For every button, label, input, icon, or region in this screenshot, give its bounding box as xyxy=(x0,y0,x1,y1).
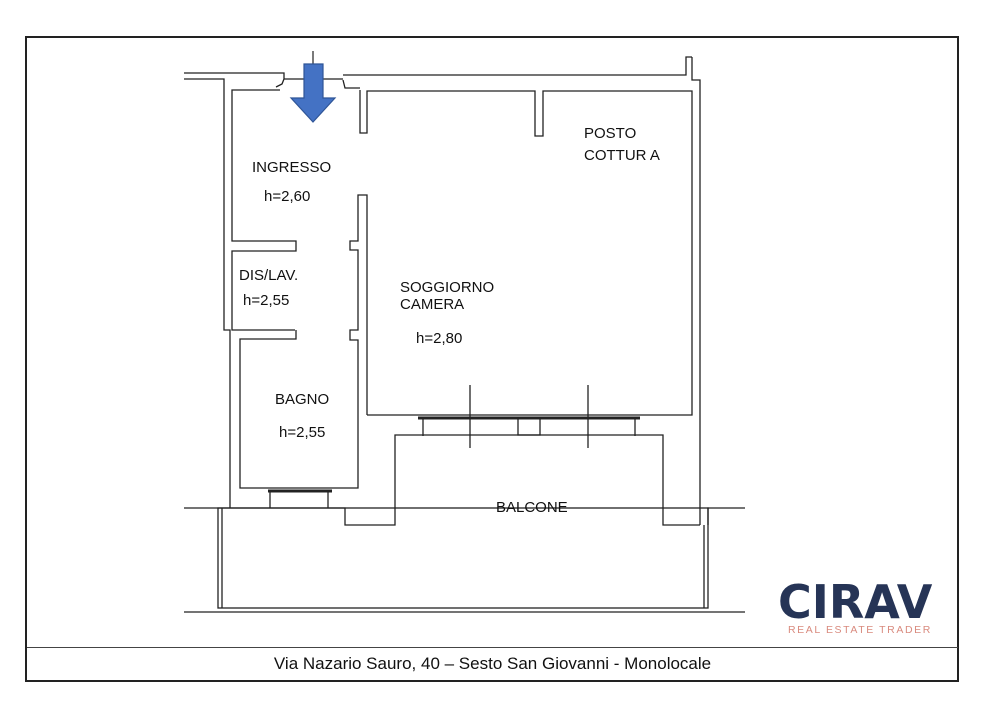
room-height-bagno: h=2,55 xyxy=(279,424,325,441)
room-height-soggiorno: h=2,80 xyxy=(416,330,462,347)
page-frame xyxy=(25,36,959,682)
room-label-ingresso: INGRESSO xyxy=(252,159,331,176)
cirav-logo: CIRAV REAL ESTATE TRADER xyxy=(778,572,943,642)
room-label-camera: CAMERA xyxy=(400,296,464,313)
footer-caption: Via Nazario Sauro, 40 – Sesto San Giovan… xyxy=(273,654,712,673)
room-label-bagno: BAGNO xyxy=(275,391,329,408)
room-label-dislav: DIS/LAV. xyxy=(239,267,298,284)
entrance-arrow-icon xyxy=(289,51,337,123)
room-label-balcone: BALCONE xyxy=(496,499,568,516)
room-label-soggiorno: SOGGIORNO xyxy=(400,279,494,296)
logo-brand: CIRAV xyxy=(778,575,933,624)
room-height-dislav: h=2,55 xyxy=(243,292,289,309)
room-label-posto: POSTO xyxy=(584,125,636,142)
footer-divider xyxy=(27,647,958,648)
logo-tagline: REAL ESTATE TRADER xyxy=(788,624,932,636)
room-height-ingresso: h=2,60 xyxy=(264,188,310,205)
room-label-cottura: COTTUR A xyxy=(584,147,660,164)
